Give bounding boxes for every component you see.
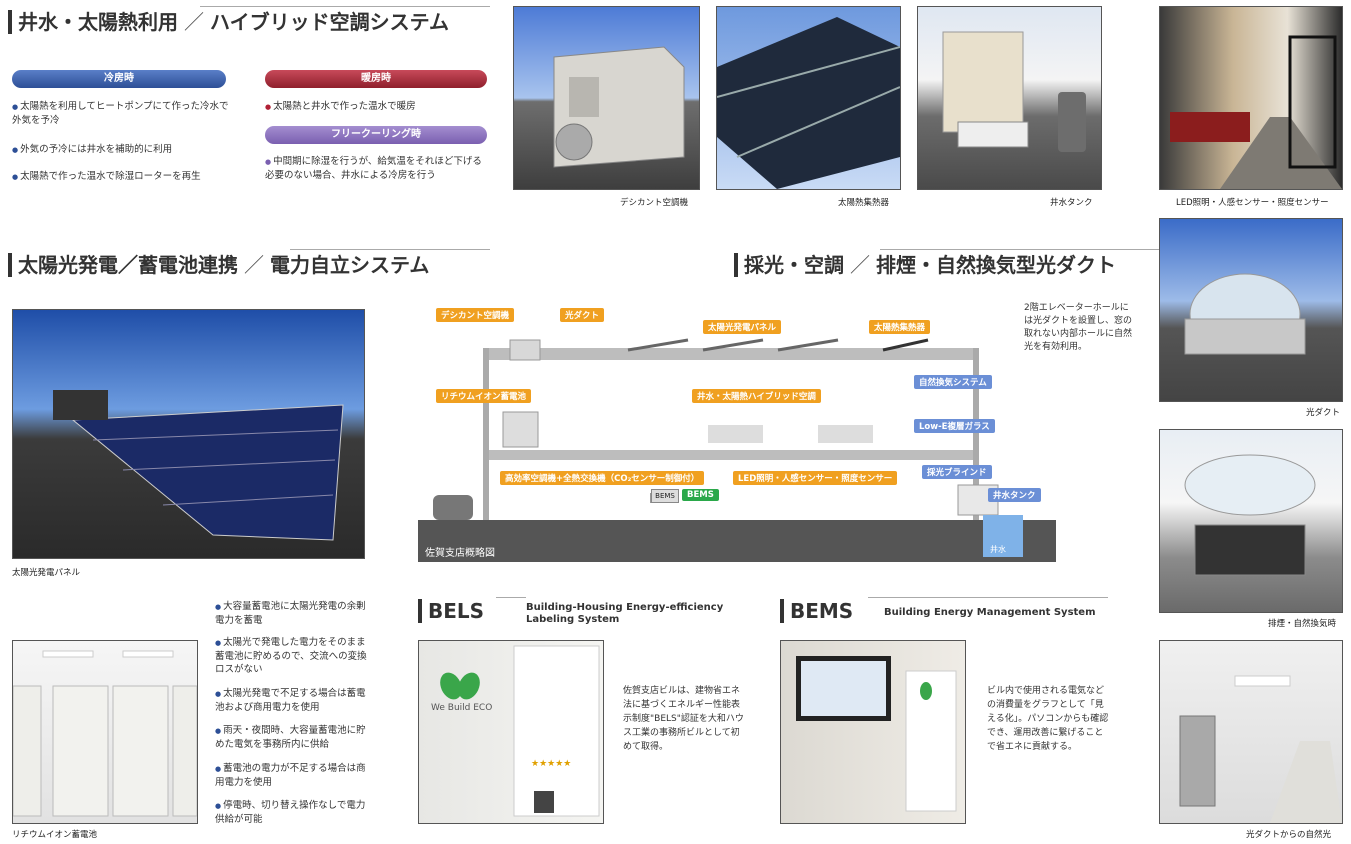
bels-plaque-photo: We Build ECO ★★★★★: [418, 640, 604, 824]
diagram-tag-hybrid-ac: 井水・太陽熱ハイブリッド空調: [692, 389, 821, 403]
solar-array-graphic: [53, 390, 344, 541]
bels-rule: [496, 597, 526, 598]
smoke-vent-caption: 排煙・自然換気時: [1268, 619, 1337, 629]
solar-bullet-4: 雨天・夜間時、大容量蓄電池に貯めた電気を事務所内に供給: [215, 724, 370, 751]
bems-display-photo: [780, 640, 966, 824]
diagram-tag-hvac: 高効率空調機+全熱交換機（CO₂センサー制御付）: [500, 471, 705, 485]
hybrid-title-b: ハイブリッド空調システム: [210, 10, 449, 34]
battery-cabinets-graphic: [13, 650, 197, 817]
daylight-rule: [880, 249, 1160, 250]
desiccant-photo: [513, 6, 700, 190]
freecool-bullet: 中間期に除湿を行うが、給気温をそれほど下げる必要のない場合、井水による冷房を行う: [265, 155, 489, 182]
daylight-title-a: 採光・空調: [744, 253, 844, 277]
solar-bullet-6: 停電時、切り替え操作なしで電力供給が可能: [215, 799, 370, 826]
bems-rule: [868, 597, 1108, 598]
freecool-pill: フリークーリング時: [265, 126, 487, 144]
diagram-tag-battery: リチウムイオン蓄電池: [436, 389, 532, 403]
solar-bullet-1: 大容量蓄電池に太陽光発電の余剰電力を蓄電: [215, 600, 370, 627]
desiccant-unit-graphic: [553, 46, 685, 168]
cooling-bullet-2: 外気の予冷には井水を補助的に利用: [12, 143, 232, 157]
daylight-title-b: 排煙・自然換気型光ダクト: [876, 253, 1116, 277]
diagram-tag-natural-vent: 自然換気システム: [914, 375, 992, 389]
desiccant-caption: デシカント空調機: [620, 198, 689, 208]
solar-rule: [290, 249, 490, 250]
smoke-vent-photo: [1159, 429, 1343, 613]
solar-title-a: 太陽光発電／蓄電池連携: [18, 253, 238, 277]
diagram-tag-lowe-glass: Low-E複層ガラス: [914, 419, 995, 433]
hybrid-title-a: 井水・太陽熱利用: [18, 10, 178, 34]
bels-logo-text: We Build ECO: [431, 703, 493, 713]
building-section-graphic: [418, 338, 1056, 562]
natural-light-caption: 光ダクトからの自然光: [1246, 830, 1332, 840]
heating-bullet: 太陽熱と井水で作った温水で暖房: [265, 100, 489, 114]
diagram-tag-blind: 採光ブラインド: [922, 465, 992, 479]
cooling-bullet-3: 太陽熱で作った温水で除湿ローターを再生: [12, 170, 232, 184]
well-tank-photo: [917, 6, 1102, 190]
battery-photo: [12, 640, 198, 824]
light-duct-caption: 光ダクト: [1306, 408, 1341, 418]
well-tank-caption: 井水タンク: [1050, 198, 1093, 208]
slash-divider: ／: [184, 10, 204, 34]
diagram-tag-pv-panel: 太陽光発電パネル: [703, 320, 782, 334]
diagram-bems-box: BEMS: [651, 489, 679, 503]
tank-graphic: [942, 31, 1086, 152]
bels-title: BELS: [418, 599, 484, 623]
building-diagram: [418, 300, 1056, 562]
bels-desc: 佐賀支店ビルは、建物省エネ法に基づくエネルギー性能表示制度"BELS"認証を大和…: [623, 686, 744, 752]
elevator-hall-graphic: [1179, 675, 1342, 823]
open-dome-graphic: [1184, 454, 1316, 576]
diagram-tag-desiccant: デシカント空調機: [436, 308, 515, 322]
diagram-ground-label: 佐賀支店概略図: [425, 548, 495, 559]
daylight-desc: 2階エレベーターホールには光ダクトを設置し、窓の取れない内部ホールに自然光を有効…: [1024, 303, 1133, 352]
battery-caption: リチウムイオン蓄電池: [12, 830, 98, 840]
diagram-tag-well-tank: 井水タンク: [988, 488, 1041, 502]
dome-graphic: [1184, 273, 1306, 355]
diagram-tag-bems: BEMS: [682, 489, 719, 501]
diagram-tag-led: LED照明・人感センサー・照度センサー: [733, 471, 898, 485]
solar-collector-photo: [716, 6, 901, 190]
daylight-title: 採光・空調／排煙・自然換気型光ダクト: [734, 253, 1116, 277]
bels-stars: ★★★★★: [531, 759, 572, 769]
slash-divider: ／: [244, 253, 264, 277]
collector-panels-graphic: [717, 17, 900, 189]
diagram-tag-light-duct: 光ダクト: [560, 308, 605, 322]
office-corridor-graphic: [1170, 35, 1342, 189]
slash-divider: ／: [850, 253, 870, 277]
diagram-tag-solar-collector: 太陽熱集熱器: [869, 320, 931, 334]
solar-panel-photo: [12, 309, 365, 559]
natural-light-photo: [1159, 640, 1343, 824]
solar-title: 太陽光発電／蓄電池連携／電力自立システム: [8, 253, 429, 277]
bems-desc: ビル内で使用される電気などの消費量をグラフとして「見える化」。パソコンからも確認…: [987, 686, 1109, 752]
solar-collector-caption: 太陽熱集熱器: [838, 198, 890, 208]
light-duct-photo: [1159, 218, 1343, 402]
solar-panel-caption: 太陽光発電パネル: [12, 568, 81, 578]
solar-bullet-3: 太陽光発電で不足する場合は蓄電池および商用電力を使用: [215, 687, 370, 714]
solar-bullet-2: 太陽光で発電した電力をそのまま蓄電池に貯めるので、交流への変換ロスがない: [215, 636, 370, 676]
diagram-well-label: 井水: [990, 545, 1006, 554]
hybrid-title: 井水・太陽熱利用／ハイブリッド空調システム: [8, 10, 449, 34]
cooling-bullet-1: 太陽熱を利用してヒートポンプにて作った冷水で外気を予冷: [12, 100, 232, 127]
bels-subtitle-2: Labeling System: [526, 614, 620, 625]
bems-subtitle: Building Energy Management System: [884, 607, 1096, 618]
bems-screen-graphic: [796, 656, 957, 812]
cooling-pill: 冷房時: [12, 70, 226, 88]
led-caption: LED照明・人感センサー・照度センサー: [1176, 198, 1329, 208]
heating-pill: 暖房時: [265, 70, 487, 88]
bels-subtitle-1: Building-Housing Energy-efficiency: [526, 602, 724, 613]
led-photo: [1159, 6, 1343, 190]
solar-bullet-5: 蓄電池の電力が不足する場合は商用電力を使用: [215, 762, 370, 789]
bems-title: BEMS: [780, 599, 853, 623]
hybrid-rule: [200, 6, 490, 7]
solar-title-b: 電力自立システム: [270, 253, 430, 277]
bels-plaque-graphic: [440, 645, 600, 817]
